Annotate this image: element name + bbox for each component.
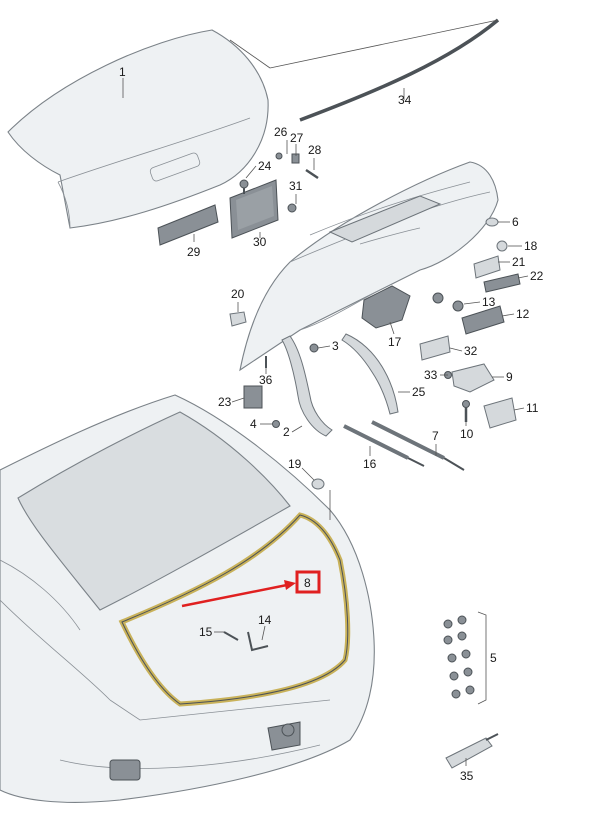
label-21: 21	[512, 255, 526, 269]
fastener-24	[239, 179, 249, 194]
label-8: 8	[304, 576, 311, 590]
part-6	[485, 217, 499, 227]
label-9: 9	[506, 370, 513, 384]
label-3: 3	[332, 339, 339, 353]
label-18: 18	[524, 239, 538, 253]
bolt-4	[272, 420, 280, 428]
label-14: 14	[258, 613, 272, 627]
part-11	[483, 397, 517, 429]
trunk-seal	[118, 512, 351, 707]
label-1: 1	[119, 65, 126, 79]
label-5: 5	[490, 651, 497, 665]
label-25: 25	[412, 385, 426, 399]
label-10: 10	[460, 427, 474, 441]
label-16: 16	[363, 457, 377, 471]
label-31: 31	[289, 179, 303, 193]
fastener-28	[305, 168, 319, 180]
hinge-25	[341, 333, 399, 415]
label-13: 13	[482, 295, 496, 309]
label-11: 11	[526, 401, 539, 415]
bolt-15	[223, 631, 239, 641]
label-32: 32	[464, 344, 478, 358]
label-34: 34	[398, 93, 412, 107]
emblem-plate	[157, 204, 219, 246]
label-17: 17	[388, 335, 402, 349]
label-30: 30	[253, 235, 267, 249]
part-13	[432, 292, 464, 312]
callout-labels: 1 2 3 4 5 6 7 8 9 10 11 12 13 14 15 16 1…	[119, 65, 544, 783]
label-15: 15	[199, 625, 213, 639]
bracket-14	[247, 631, 269, 652]
fastener-27	[291, 153, 300, 164]
label-2: 2	[283, 425, 290, 439]
bumper-19	[311, 478, 325, 490]
nut-3	[309, 343, 319, 353]
part-21	[473, 255, 501, 279]
leader-lines	[122, 78, 529, 766]
label-12: 12	[516, 307, 530, 321]
label-20: 20	[231, 287, 245, 301]
label-29: 29	[187, 245, 201, 259]
gas-spring-16	[343, 424, 425, 467]
part-32	[419, 335, 451, 361]
label-33: 33	[424, 368, 438, 382]
license-plate-bracket	[229, 179, 279, 239]
car-rear-body	[0, 394, 375, 803]
part-18	[496, 240, 508, 252]
label-28: 28	[308, 143, 322, 157]
label-6: 6	[512, 215, 519, 229]
trunk-lid-inner	[239, 161, 499, 372]
fastener-31	[287, 203, 297, 213]
label-36: 36	[259, 373, 273, 387]
spoiler-strip	[299, 18, 500, 122]
latch-9	[451, 363, 495, 393]
label-26: 26	[274, 125, 288, 139]
fastener-set-5	[443, 615, 475, 699]
hinge-2	[281, 335, 333, 437]
tool-35	[445, 733, 499, 769]
label-7: 7	[432, 429, 439, 443]
label-27: 27	[290, 131, 304, 145]
label-24: 24	[258, 159, 272, 173]
part-20	[229, 311, 247, 327]
highlight-arrow	[181, 580, 296, 608]
label-23: 23	[218, 395, 232, 409]
label-35: 35	[460, 769, 474, 783]
label-22: 22	[530, 269, 544, 283]
part-12	[461, 305, 505, 335]
trunk-lid	[7, 29, 269, 229]
bolt-10	[462, 400, 470, 422]
part-17	[361, 285, 411, 329]
label-19: 19	[288, 457, 302, 471]
part-23	[243, 385, 263, 409]
label-4: 4	[250, 417, 257, 431]
fastener-26	[275, 152, 283, 160]
part-22	[483, 273, 521, 293]
highlight-box	[295, 570, 321, 594]
gas-spring-7	[371, 420, 465, 471]
